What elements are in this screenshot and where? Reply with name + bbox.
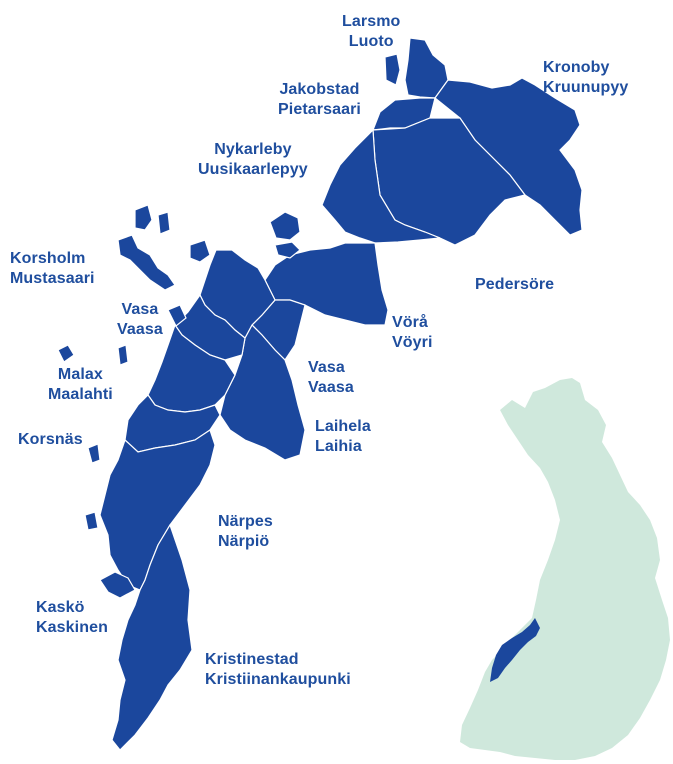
label-narpes-fi: Närpiö (218, 533, 270, 550)
label-vasa-inland-fi: Vaasa (308, 379, 354, 396)
label-kronoby-sv: Kronoby (543, 59, 610, 76)
label-kasko-sv: Kaskö (36, 599, 85, 616)
island-korsholm-6 (274, 241, 301, 259)
label-kristinestad-sv: Kristinestad (205, 651, 299, 668)
label-laihela-fi: Laihia (315, 438, 362, 455)
label-kasko: Kaskö Kaskinen (36, 598, 108, 638)
label-pedersore: Pedersöre (475, 275, 554, 295)
label-larsmo: Larsmo Luoto (342, 12, 400, 52)
label-nykarleby-sv: Nykarleby (214, 141, 292, 158)
label-vora-fi: Vöyri (392, 334, 433, 351)
island-korsholm-2 (134, 204, 153, 231)
label-korsholm-fi: Mustasaari (10, 270, 95, 287)
label-malax: Malax Maalahti (48, 365, 113, 405)
island-korsholm-1 (117, 234, 176, 291)
island-larsmo-small (384, 53, 401, 86)
label-kristinestad-fi: Kristiinankaupunki (205, 671, 351, 688)
island-malax-2 (117, 344, 129, 366)
label-vasa-inland: Vasa Vaasa (308, 358, 354, 398)
label-vora-sv: Vörå (392, 314, 428, 331)
island-korsholm-3 (157, 211, 171, 235)
label-korsholm-sv: Korsholm (10, 250, 86, 267)
label-jakobstad: Jakobstad Pietarsaari (278, 80, 361, 120)
label-kronoby-fi: Kruunupyy (543, 79, 629, 96)
regions-group (57, 37, 583, 751)
island-narpes-1 (84, 511, 99, 531)
label-nykarleby: Nykarleby Uusikaarlepyy (198, 140, 308, 180)
label-vasa-inland-sv: Vasa (308, 359, 345, 376)
ostrobothnia-inset (490, 618, 540, 682)
label-malax-sv: Malax (57, 366, 103, 383)
label-larsmo-sv: Larsmo (342, 13, 401, 30)
region-kasko[interactable] (99, 571, 136, 599)
region-laihela[interactable] (219, 324, 306, 461)
label-malax-fi: Maalahti (48, 386, 113, 403)
label-kristinestad: Kristinestad Kristiinankaupunki (205, 650, 351, 690)
label-jakobstad-fi: Pietarsaari (278, 101, 361, 118)
island-vasa-1 (167, 304, 187, 327)
label-kasko-fi: Kaskinen (36, 619, 108, 636)
label-korsnas-sv: Korsnäs (18, 431, 83, 448)
label-vasa-coast-fi: Vaasa (117, 321, 163, 338)
label-vasa-coast-sv: Vasa (121, 301, 159, 318)
island-korsholm-4 (189, 239, 211, 263)
label-korsholm: Korsholm Mustasaari (10, 249, 95, 289)
label-jakobstad-sv: Jakobstad (279, 81, 360, 98)
label-narpes-sv: Närpes (218, 513, 273, 530)
finland-inset (460, 378, 670, 760)
region-kristinestad[interactable] (111, 523, 193, 751)
label-vora: Vörå Vöyri (392, 313, 433, 353)
label-laihela: Laihela Laihia (315, 417, 371, 457)
island-malax-1 (57, 344, 75, 363)
label-pedersore-sv: Pedersöre (475, 276, 555, 293)
island-korsnas-1 (87, 443, 101, 464)
region-nykarleby[interactable] (321, 128, 441, 244)
label-vasa-coast: Vasa Vaasa (117, 300, 163, 340)
label-nykarleby-fi: Uusikaarlepyy (198, 161, 308, 178)
label-korsnas: Korsnäs (18, 430, 83, 450)
island-korsholm-5 (269, 211, 301, 241)
label-narpes: Närpes Närpiö (218, 512, 273, 552)
label-larsmo-fi: Luoto (348, 33, 394, 50)
label-laihela-sv: Laihela (315, 418, 371, 435)
label-kronoby: Kronoby Kruunupyy (543, 58, 628, 98)
